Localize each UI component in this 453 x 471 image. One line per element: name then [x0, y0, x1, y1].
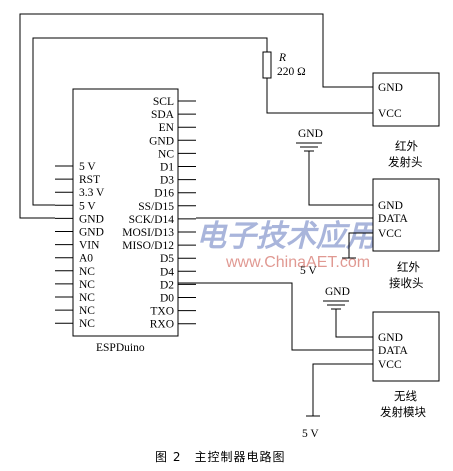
watermark: 电子技术应用 www.ChinaAET.com: [196, 219, 380, 271]
wireless-label-1: 无线: [394, 389, 417, 403]
gnd-label-ir: GND: [298, 128, 323, 140]
chip-name: ESPDuino: [96, 342, 145, 354]
wire-d2-to-wireless-data: [178, 282, 373, 351]
wireless-pin-data: DATA: [378, 345, 408, 357]
ir-rx-label-2: 接收头: [389, 276, 424, 290]
left-pin-label: 3.3 V: [79, 187, 105, 199]
v5-label-ir: 5 V: [300, 265, 317, 277]
wiring: [19, 13, 373, 416]
wireless-box: [372, 311, 440, 382]
wireless-module: GND DATA VCC 无线 发射模块: [372, 311, 440, 419]
right-pin-label: D2: [160, 279, 174, 291]
left-pin-label: VIN: [79, 240, 100, 252]
ir-rx-box: [372, 178, 440, 252]
wire-gnd-to-wireless: [335, 312, 373, 338]
right-pin-label: D1: [160, 162, 174, 174]
right-pin-label: D0: [160, 293, 174, 305]
right-pin-label: SDA: [151, 109, 175, 121]
ir-rx-pin-gnd: GND: [378, 200, 403, 212]
ir-rx-label-1: 红外: [397, 260, 420, 274]
left-pin-label: NC: [79, 292, 95, 304]
resistor-value: 220 Ω: [277, 66, 306, 78]
ir-rx-pin-data: DATA: [378, 213, 408, 225]
ir-tx-box: [372, 72, 440, 127]
left-pin-label: 5 V: [79, 161, 96, 173]
ir-tx-pin-gnd: GND: [378, 82, 403, 94]
gnd-label-wireless: GND: [325, 286, 350, 298]
espduino-chip: [72, 88, 179, 337]
right-pin-label: D5: [160, 253, 174, 265]
left-pin-label: GND: [79, 213, 104, 225]
supply-5v-wireless: 5 V: [302, 415, 320, 440]
left-pin-label: NC: [79, 318, 95, 330]
wire-5v-to-resistor: [32, 37, 268, 206]
wireless-pin-gnd: GND: [378, 332, 403, 344]
right-pin-label: SS/D15: [138, 201, 174, 213]
left-pin-label: RST: [79, 174, 100, 186]
ir-receiver: GND DATA VCC 红外 接收头: [372, 178, 440, 290]
left-pin-label: NC: [79, 266, 95, 278]
supply-5v-ir: 5 V: [300, 257, 356, 277]
ir-tx-label-1: 红外: [395, 139, 418, 153]
right-pin-label: MOSI/D13: [122, 227, 174, 239]
right-pin-label: TXO: [150, 306, 174, 318]
right-pin-label: D4: [160, 266, 174, 278]
ground-symbol-wireless: GND: [323, 286, 350, 312]
right-pin-label: SCL: [153, 96, 174, 108]
resistor-r: [262, 51, 272, 79]
right-pin-label: MISO/D12: [122, 240, 174, 252]
left-pin-label: GND: [79, 227, 104, 239]
wire-resistor-to-ir-tx-vcc: [266, 78, 373, 114]
figure-caption: 图 2 主控制器电路图: [155, 449, 285, 464]
right-pin-label: D3: [160, 175, 174, 187]
left-pin-label: A0: [79, 253, 93, 265]
right-pin-label: D16: [154, 188, 174, 200]
wire-gnd-to-ir-tx: [19, 13, 373, 219]
ir-tx-pin-vcc: VCC: [378, 108, 402, 120]
ir-rx-pin-vcc: VCC: [378, 228, 402, 240]
right-pin-label: EN: [159, 122, 175, 134]
ir-transmitter: GND VCC 红外 发射头: [372, 72, 440, 169]
left-pin-label: NC: [79, 279, 95, 291]
watermark-url: www.ChinaAET.com: [225, 254, 370, 271]
ir-tx-label-2: 发射头: [388, 155, 423, 169]
wire-5v-to-wireless-vcc: [312, 363, 373, 416]
left-pin-label: NC: [79, 305, 95, 317]
watermark-cn: 电子技术应用: [196, 219, 380, 254]
right-pin-label: GND: [149, 135, 174, 147]
wire-5v-to-ir-rx-vcc: [348, 232, 373, 258]
ground-symbol-ir: GND: [296, 128, 323, 154]
resistor-letter: R: [278, 52, 286, 64]
v5-label-wireless: 5 V: [302, 428, 319, 440]
left-pin-label: 5 V: [79, 200, 96, 212]
wire-gnd-to-ir-rx: [308, 154, 373, 206]
wireless-pin-vcc: VCC: [378, 359, 402, 371]
right-pin-label: SCK/D14: [129, 214, 175, 226]
right-pin-label: NC: [158, 148, 174, 160]
wireless-label-2: 发射模块: [380, 405, 426, 419]
right-pin-label: RXO: [150, 319, 174, 331]
